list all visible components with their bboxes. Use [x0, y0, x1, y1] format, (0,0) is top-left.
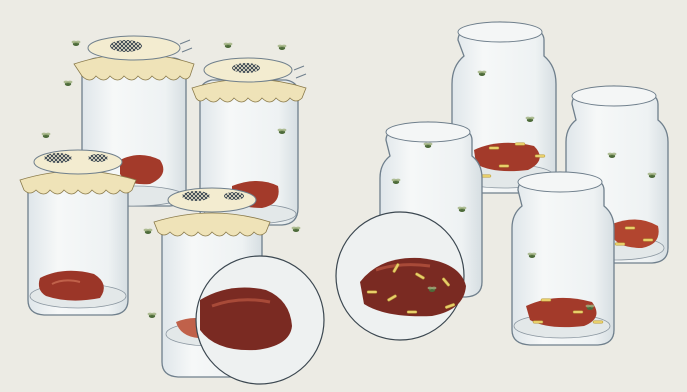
fly-icon — [278, 45, 287, 50]
maggot-icon — [535, 155, 545, 158]
maggot-icon — [593, 321, 603, 324]
maggot-icon — [643, 239, 653, 242]
magnifier-circle — [336, 212, 466, 340]
magnifier-circle — [196, 256, 324, 384]
maggot-icon — [515, 143, 525, 146]
fly-icon — [148, 313, 157, 318]
meat-piece — [39, 271, 104, 301]
maggot-icon — [367, 291, 377, 294]
fly-icon — [292, 227, 301, 232]
maggot-icon — [615, 243, 625, 246]
fly-icon — [144, 229, 153, 234]
fly-icon — [42, 133, 51, 138]
fly-icon — [224, 43, 233, 48]
fly-icon — [64, 81, 73, 86]
maggot-icon — [625, 227, 635, 230]
maggot-icon — [499, 165, 509, 168]
maggot-icon — [533, 321, 543, 324]
open-jar — [512, 172, 614, 345]
fly-icon — [72, 41, 81, 46]
maggot-icon — [541, 299, 551, 302]
maggot-icon — [489, 147, 499, 150]
maggot-icon — [407, 311, 417, 314]
maggot-icon — [573, 311, 583, 314]
